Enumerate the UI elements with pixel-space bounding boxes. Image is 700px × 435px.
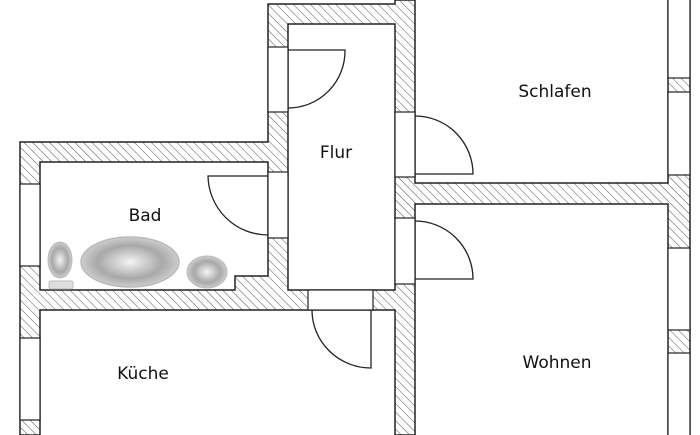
toilet-icon	[47, 241, 74, 290]
room-wohnen	[414, 203, 669, 435]
kueche-door-opening	[307, 289, 374, 311]
bad-window	[19, 183, 41, 267]
label-kueche: Küche	[117, 364, 169, 384]
kueche-door	[311, 309, 372, 369]
wohnen-door	[414, 220, 474, 280]
room-kueche	[39, 309, 396, 435]
label-schlafen: Schlafen	[518, 82, 591, 102]
room-flur	[287, 23, 396, 291]
kueche-window	[19, 337, 41, 421]
flur-entrance-opening	[267, 46, 289, 113]
room-schlafen	[414, 0, 669, 184]
flur-entrance-door	[287, 49, 346, 109]
sink-icon	[186, 255, 228, 289]
schlafen-window-2	[667, 91, 691, 176]
wohnen-window-1	[667, 247, 691, 331]
schlafen-window-1	[667, 0, 691, 79]
wohnen-door-opening	[394, 217, 416, 285]
label-wohnen: Wohnen	[523, 353, 592, 373]
bad-door	[207, 175, 269, 236]
bad-door-opening	[267, 171, 289, 239]
label-bad: Bad	[129, 206, 162, 226]
wohnen-window-2	[667, 352, 691, 435]
label-flur: Flur	[320, 143, 352, 163]
schlafen-door	[414, 115, 474, 175]
bathtub-icon	[80, 236, 180, 288]
schlafen-door-opening	[394, 111, 416, 178]
